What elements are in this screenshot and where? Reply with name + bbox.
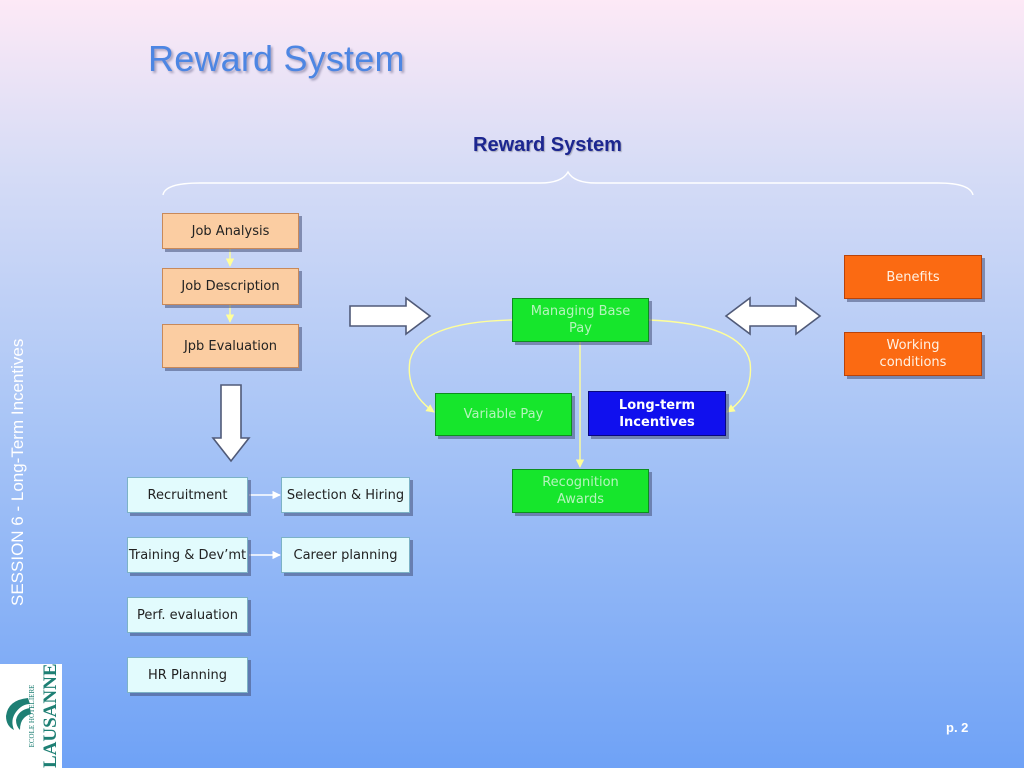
training-box: Training & Dev’mt [127, 537, 248, 573]
school-logo: ECOLE HOTELIERE LAUSANNE [0, 663, 62, 768]
hr-planning-box: HR Planning [127, 657, 248, 693]
job-description-box: Job Description [162, 268, 299, 305]
perf-evaluation-box: Perf. evaluation [127, 597, 248, 633]
benefits-box: Benefits [844, 255, 982, 299]
recognition-awards-box: Recognition Awards [512, 469, 649, 513]
long-term-incentives-box: Long-term Incentives [588, 391, 726, 436]
managing-base-pay-box: Managing Base Pay [512, 298, 649, 342]
big-arrow-right [349, 296, 432, 336]
session-label: SESSION 6 - Long-Term Incentives [8, 338, 27, 606]
logo-main-text: LAUSANNE [40, 663, 61, 768]
logo-small-text: ECOLE HOTELIERE [28, 684, 36, 748]
big-arrow-double [724, 296, 822, 336]
page-title: Reward System [148, 38, 405, 79]
page-number: p. 2 [946, 720, 969, 735]
brace [162, 170, 974, 196]
curve-base-to-variable [408, 319, 513, 413]
career-planning-box: Career planning [281, 537, 410, 573]
job-evaluation-box: Jpb Evaluation [162, 324, 299, 368]
variable-pay-box: Variable Pay [435, 393, 572, 436]
curve-base-to-longterm [648, 319, 752, 413]
big-arrow-down [211, 384, 251, 463]
logo-emblem-icon [6, 698, 31, 730]
diagram-title: Reward System [473, 134, 622, 156]
selection-hiring-box: Selection & Hiring [281, 477, 410, 513]
job-analysis-box: Job Analysis [162, 213, 299, 249]
working-conditions-box: Working conditions [844, 332, 982, 376]
recruitment-box: Recruitment [127, 477, 248, 513]
